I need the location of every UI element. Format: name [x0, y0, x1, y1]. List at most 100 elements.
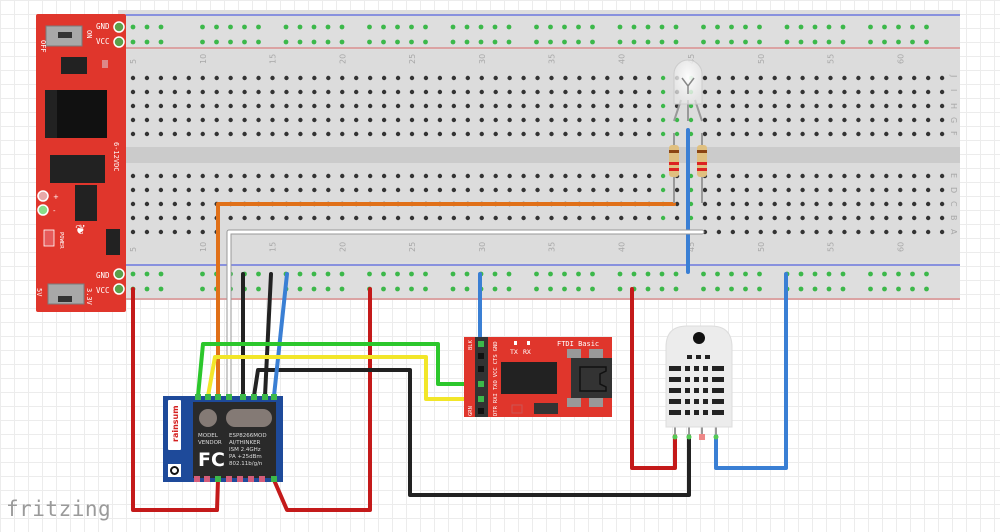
breadboard-hole[interactable]: [381, 173, 387, 179]
breadboard-hole[interactable]: [200, 173, 205, 179]
breadboard-hole[interactable]: [828, 173, 833, 179]
breadboard-hole[interactable]: [326, 187, 331, 193]
breadboard-hole[interactable]: [730, 201, 736, 207]
power-rail-hole[interactable]: [826, 39, 832, 45]
breadboard-hole[interactable]: [284, 173, 289, 179]
breadboard-hole[interactable]: [786, 75, 791, 81]
breadboard-hole[interactable]: [423, 173, 429, 179]
breadboard-hole[interactable]: [479, 103, 484, 109]
breadboard-hole[interactable]: [186, 131, 191, 137]
breadboard-hole[interactable]: [619, 173, 624, 179]
breadboard-hole[interactable]: [702, 103, 708, 109]
breadboard-hole[interactable]: [744, 201, 749, 207]
breadboard-hole[interactable]: [856, 89, 861, 95]
power-rail-hole[interactable]: [743, 39, 748, 45]
power-rail-hole[interactable]: [200, 286, 205, 292]
breadboard-hole[interactable]: [423, 131, 429, 137]
power-rail-hole[interactable]: [506, 39, 512, 45]
power-rail-hole[interactable]: [423, 271, 428, 277]
breadboard-hole[interactable]: [563, 215, 568, 221]
breadboard-hole[interactable]: [605, 215, 610, 221]
breadboard-hole[interactable]: [242, 75, 247, 81]
power-rail-hole[interactable]: [144, 286, 150, 292]
breadboard-hole[interactable]: [423, 103, 429, 109]
breadboard-hole[interactable]: [744, 131, 749, 137]
breadboard-hole[interactable]: [340, 131, 345, 137]
breadboard-hole[interactable]: [256, 103, 261, 109]
breadboard-hole[interactable]: [242, 131, 247, 137]
breadboard-hole[interactable]: [200, 229, 205, 235]
breadboard-hole[interactable]: [898, 229, 903, 235]
breadboard-hole[interactable]: [312, 215, 317, 221]
breadboard-hole[interactable]: [842, 89, 847, 95]
breadboard-hole[interactable]: [381, 103, 387, 109]
breadboard-hole[interactable]: [423, 75, 429, 81]
power-rail-hole[interactable]: [464, 39, 470, 45]
breadboard-hole[interactable]: [242, 215, 247, 221]
breadboard-hole[interactable]: [214, 117, 219, 123]
breadboard-hole[interactable]: [479, 89, 484, 95]
breadboard-hole[interactable]: [451, 173, 457, 179]
breadboard-hole[interactable]: [172, 201, 178, 207]
breadboard-hole[interactable]: [270, 103, 275, 109]
breadboard-hole[interactable]: [716, 117, 722, 123]
power-rail-hole[interactable]: [158, 24, 164, 30]
breadboard-hole[interactable]: [186, 215, 191, 221]
breadboard-hole[interactable]: [633, 187, 638, 193]
power-rail-hole[interactable]: [409, 286, 414, 292]
breadboard-hole[interactable]: [493, 173, 498, 179]
power-rail-hole[interactable]: [297, 24, 303, 30]
breadboard-hole[interactable]: [172, 173, 178, 179]
breadboard-hole[interactable]: [130, 229, 136, 235]
power-rail-hole[interactable]: [395, 271, 400, 277]
breadboard-hole[interactable]: [186, 173, 191, 179]
breadboard-hole[interactable]: [521, 131, 526, 137]
breadboard-hole[interactable]: [298, 173, 303, 179]
esp-bottom-pin[interactable]: [271, 476, 277, 482]
breadboard-hole[interactable]: [214, 131, 219, 137]
breadboard-hole[interactable]: [395, 117, 401, 123]
breadboard-hole[interactable]: [186, 187, 191, 193]
breadboard-hole[interactable]: [591, 89, 596, 95]
breadboard-hole[interactable]: [256, 75, 261, 81]
breadboard-hole[interactable]: [158, 173, 164, 179]
breadboard-hole[interactable]: [772, 215, 777, 221]
breadboard-hole[interactable]: [646, 173, 652, 179]
breadboard-hole[interactable]: [479, 215, 484, 221]
power-rail-hole[interactable]: [548, 286, 553, 292]
power-rail-hole[interactable]: [645, 39, 651, 45]
breadboard-hole[interactable]: [884, 89, 889, 95]
breadboard-hole[interactable]: [284, 75, 289, 81]
breadboard-hole[interactable]: [409, 215, 415, 221]
breadboard-hole[interactable]: [144, 75, 150, 81]
breadboard-hole[interactable]: [925, 215, 931, 221]
breadboard-hole[interactable]: [409, 75, 415, 81]
breadboard-hole[interactable]: [144, 201, 150, 207]
breadboard-hole[interactable]: [912, 173, 917, 179]
breadboard-hole[interactable]: [870, 117, 875, 123]
breadboard-hole[interactable]: [521, 215, 526, 221]
breadboard-hole[interactable]: [884, 117, 889, 123]
power-rail-hole[interactable]: [367, 24, 372, 30]
breadboard-hole[interactable]: [870, 103, 875, 109]
breadboard-hole[interactable]: [312, 187, 317, 193]
breadboard-hole[interactable]: [214, 89, 219, 95]
breadboard-hole[interactable]: [619, 187, 624, 193]
breadboard-hole[interactable]: [172, 103, 178, 109]
breadboard-hole[interactable]: [842, 173, 847, 179]
breadboard-hole[interactable]: [925, 187, 931, 193]
power-rail-hole[interactable]: [757, 286, 762, 292]
breadboard-hole[interactable]: [535, 117, 540, 123]
power-rail-hole[interactable]: [631, 24, 637, 30]
power-rail-hole[interactable]: [506, 286, 512, 292]
breadboard-hole[interactable]: [939, 75, 945, 81]
breadboard-hole[interactable]: [242, 173, 247, 179]
esp-bottom-pin[interactable]: [204, 476, 210, 482]
breadboard-hole[interactable]: [591, 75, 596, 81]
wire-blue-esp[interactable]: [272, 272, 289, 398]
breadboard-hole[interactable]: [856, 229, 861, 235]
breadboard-hole[interactable]: [660, 131, 666, 137]
breadboard-hole[interactable]: [674, 187, 680, 193]
breadboard-hole[interactable]: [158, 117, 164, 123]
breadboard-hole[interactable]: [814, 229, 819, 235]
